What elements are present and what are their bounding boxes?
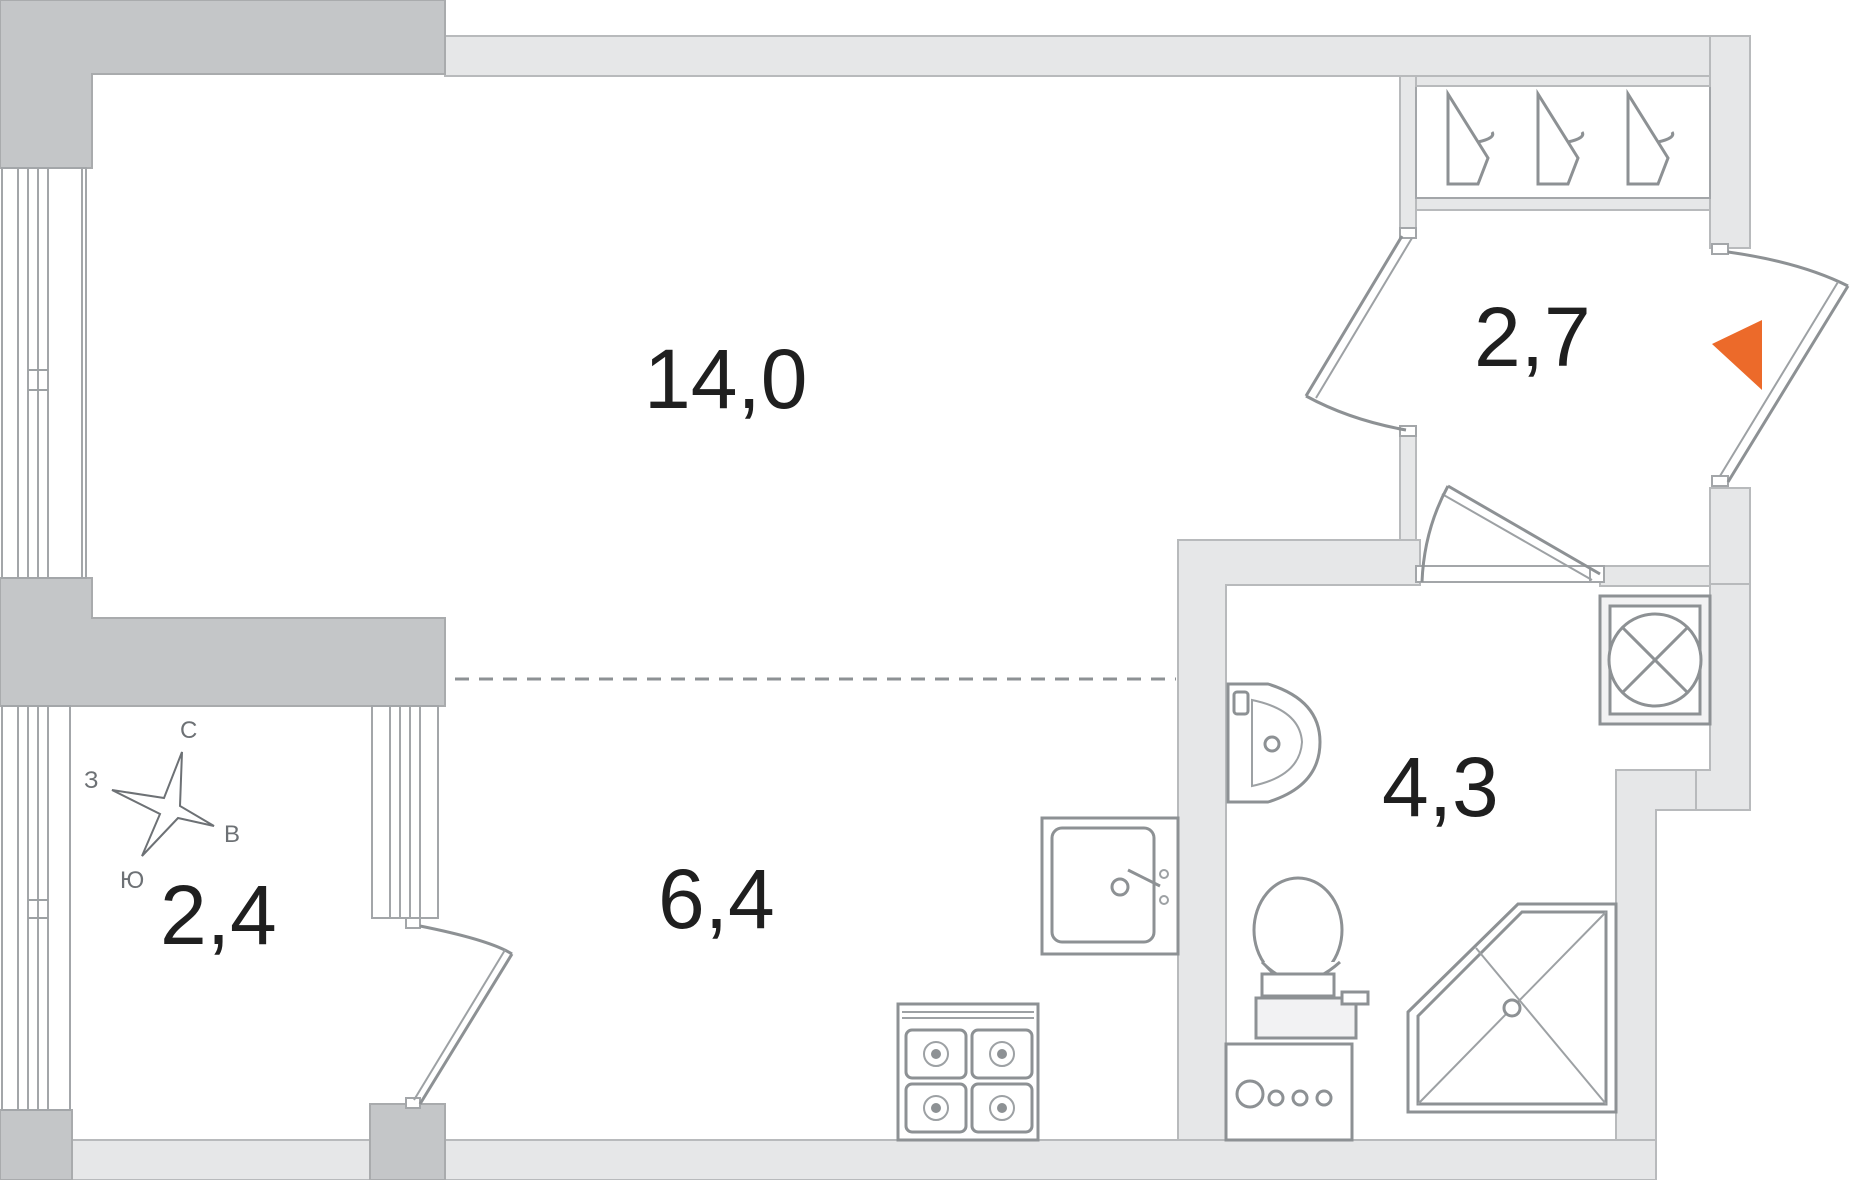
hanger-icon <box>1446 88 1495 186</box>
shower-tray-icon <box>1406 902 1618 1114</box>
partitions <box>1177 75 1711 1141</box>
outer-walls <box>0 0 1751 1180</box>
toilet-icon <box>1252 876 1370 1040</box>
entrance-door <box>1711 243 1850 487</box>
compass-north: С <box>180 717 197 744</box>
compass-south: Ю <box>120 867 144 894</box>
compass-east: В <box>224 821 240 848</box>
compass-icon: С З В Ю <box>84 717 240 894</box>
ventilation-shaft-icon <box>1598 594 1712 726</box>
hanger-icon <box>1536 88 1585 186</box>
entrance-arrow-icon <box>1712 320 1762 390</box>
balcony-area: 2,4 <box>160 868 277 962</box>
window-balcony-inner <box>371 705 439 919</box>
balcony-door <box>405 917 514 1109</box>
stove-icon <box>896 1002 1040 1142</box>
kitchen-sink-icon <box>1040 816 1180 956</box>
washing-machine-icon <box>1224 1042 1354 1142</box>
living-room-area: 14,0 <box>644 332 808 426</box>
kitchen-area: 6,4 <box>658 852 775 946</box>
bathroom-door <box>1415 484 1605 583</box>
sink-icon <box>1226 682 1322 804</box>
wardrobe <box>1415 75 1711 199</box>
hall-door-living <box>1304 227 1417 437</box>
compass-west: З <box>84 767 99 794</box>
hanger-icon <box>1626 88 1675 186</box>
window-left-upper <box>1 167 87 579</box>
bathroom-area: 4,3 <box>1382 740 1499 834</box>
hall-area: 2,7 <box>1474 290 1591 384</box>
window-left-lower <box>1 705 71 1111</box>
